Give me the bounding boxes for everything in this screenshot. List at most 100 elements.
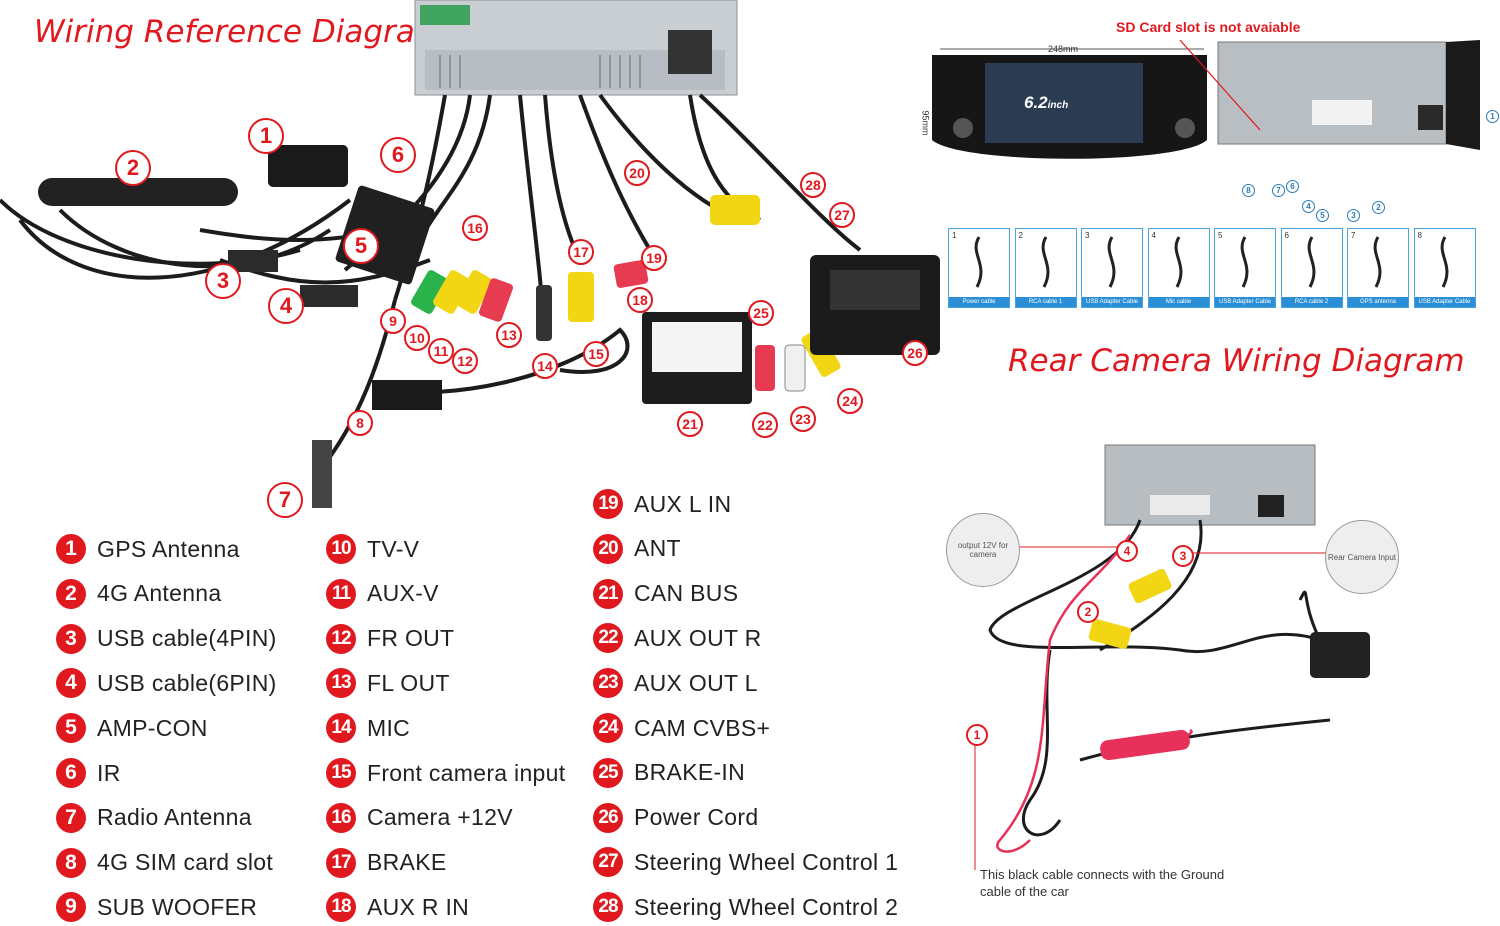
camera-cables xyxy=(988,519,1331,837)
cable-thumbnail-icon xyxy=(1373,236,1382,288)
ground-cable-note: This black cable connects with the Groun… xyxy=(980,867,1225,899)
cable-thumbnail-icon xyxy=(1307,236,1315,288)
legend-label: IR xyxy=(97,759,121,786)
legend-label: AUX OUT L xyxy=(634,669,758,696)
camera-callout-4: 4 xyxy=(1116,540,1138,562)
diagram-callout-19: 19 xyxy=(641,245,667,271)
legend-item-25: 25 BRAKE-IN xyxy=(593,756,745,790)
legend-label: BRAKE xyxy=(367,849,447,876)
camera-tag-right: Rear Camera Input xyxy=(1325,520,1399,594)
legend-number-badge: 11 xyxy=(326,578,356,609)
legend-number-badge: 27 xyxy=(593,847,623,878)
cable-card-number: 7 xyxy=(1351,231,1356,240)
legend-number-badge: 15 xyxy=(326,758,356,788)
cable-thumbnail-icon xyxy=(1240,236,1249,288)
legend-number-badge: 14 xyxy=(326,713,356,744)
back-panel-callout-3: 3 xyxy=(1347,209,1360,222)
diagram-callout-17: 17 xyxy=(568,239,594,265)
legend-number-badge: 10 xyxy=(326,534,356,564)
legend-item-17: 17 BRAKE xyxy=(326,846,446,880)
back-panel-callout-6: 6 xyxy=(1286,180,1299,193)
legend-label: Steering Wheel Control 1 xyxy=(634,848,899,875)
cable-card-caption: USB Adapter Cable xyxy=(1414,297,1475,307)
legend-label: Camera +12V xyxy=(367,804,513,831)
legend-number-badge: 17 xyxy=(326,847,356,878)
diagram-callout-13: 13 xyxy=(496,322,522,348)
cable-card-caption: Mic cable xyxy=(1148,297,1209,307)
diagram-callout-21: 21 xyxy=(677,411,703,437)
legend-label: Power Cord xyxy=(634,804,759,831)
legend-number-badge: 18 xyxy=(326,892,356,923)
legend-number-badge: 8 xyxy=(56,847,86,878)
legend-label: SUB WOOFER xyxy=(97,893,258,920)
legend-label: MIC xyxy=(367,714,411,741)
legend-item-23: 23 AUX OUT L xyxy=(593,666,758,700)
diagram-callout-24: 24 xyxy=(837,388,863,414)
diagram-callout-10: 10 xyxy=(404,325,430,351)
legend-number-badge: 9 xyxy=(56,892,86,923)
4g-antenna-shape xyxy=(38,178,238,206)
screen-size-value: 6.2 xyxy=(1024,93,1048,112)
legend-number-badge: 3 xyxy=(56,623,86,654)
cable-card-number: 4 xyxy=(1151,231,1156,240)
legend-number-badge: 21 xyxy=(593,578,623,609)
usb-plug-6pin xyxy=(300,285,358,307)
legend-label: AUX-V xyxy=(367,580,439,607)
back-panel-callout-1: 1 xyxy=(1486,110,1499,123)
legend-number-badge: 2 xyxy=(56,578,86,609)
sim-slot-shape xyxy=(372,380,442,410)
diagram-callout-7: 7 xyxy=(267,482,303,518)
legend-label: FL OUT xyxy=(367,669,450,696)
diagram-callout-9: 9 xyxy=(380,308,406,334)
legend-number-badge: 22 xyxy=(593,623,623,654)
screen-size-label: 6.2inch xyxy=(1024,93,1068,113)
back-panel-callout-7: 7 xyxy=(1272,184,1285,197)
diagram-callout-26: 26 xyxy=(902,340,928,366)
cable-card-caption: RCA cable 1 xyxy=(1015,297,1076,307)
legend-number-badge: 23 xyxy=(593,668,623,699)
front-panel-view xyxy=(932,48,1207,159)
back-panel-callout-2: 2 xyxy=(1372,201,1385,214)
legend-label: BRAKE-IN xyxy=(634,759,746,786)
legend-label: Steering Wheel Control 2 xyxy=(634,893,899,920)
diagram-callout-23: 23 xyxy=(790,406,816,432)
legend-number-badge: 12 xyxy=(326,623,356,654)
legend-label: 4G SIM card slot xyxy=(97,849,274,876)
legend-item-10: 10 TV-V xyxy=(326,532,419,566)
camera-tag-left: output 12V for camera xyxy=(946,513,1020,587)
screen-size-unit: inch xyxy=(1047,100,1069,111)
diagram-callout-27: 27 xyxy=(829,202,855,228)
camera-callout-1: 1 xyxy=(966,724,988,746)
cable-thumbnail-icon xyxy=(1107,236,1116,288)
gps-antenna-shape xyxy=(268,145,348,187)
diagram-callout-14: 14 xyxy=(532,353,558,379)
legend-label: AUX L IN xyxy=(634,490,732,517)
legend-label: TV-V xyxy=(367,535,420,562)
legend-number-badge: 20 xyxy=(593,533,623,564)
sd-card-note: SD Card slot is not avaiable xyxy=(1116,19,1301,35)
legend-item-2: 2 4G Antenna xyxy=(56,577,222,611)
diagram-callout-11: 11 xyxy=(428,338,454,364)
legend-number-badge: 25 xyxy=(593,757,623,788)
rear-camera-body xyxy=(1310,632,1370,678)
diagram-callout-22: 22 xyxy=(752,412,778,438)
camera-callout-2: 2 xyxy=(1077,601,1099,623)
legend-label: 4G Antenna xyxy=(97,580,222,607)
legend-number-badge: 13 xyxy=(326,668,356,699)
usb-plug-4pin xyxy=(228,250,278,272)
legend-number-badge: 1 xyxy=(56,534,86,564)
unit-height-dimension: 95mm xyxy=(920,110,931,136)
diagram-callout-28: 28 xyxy=(800,172,826,198)
